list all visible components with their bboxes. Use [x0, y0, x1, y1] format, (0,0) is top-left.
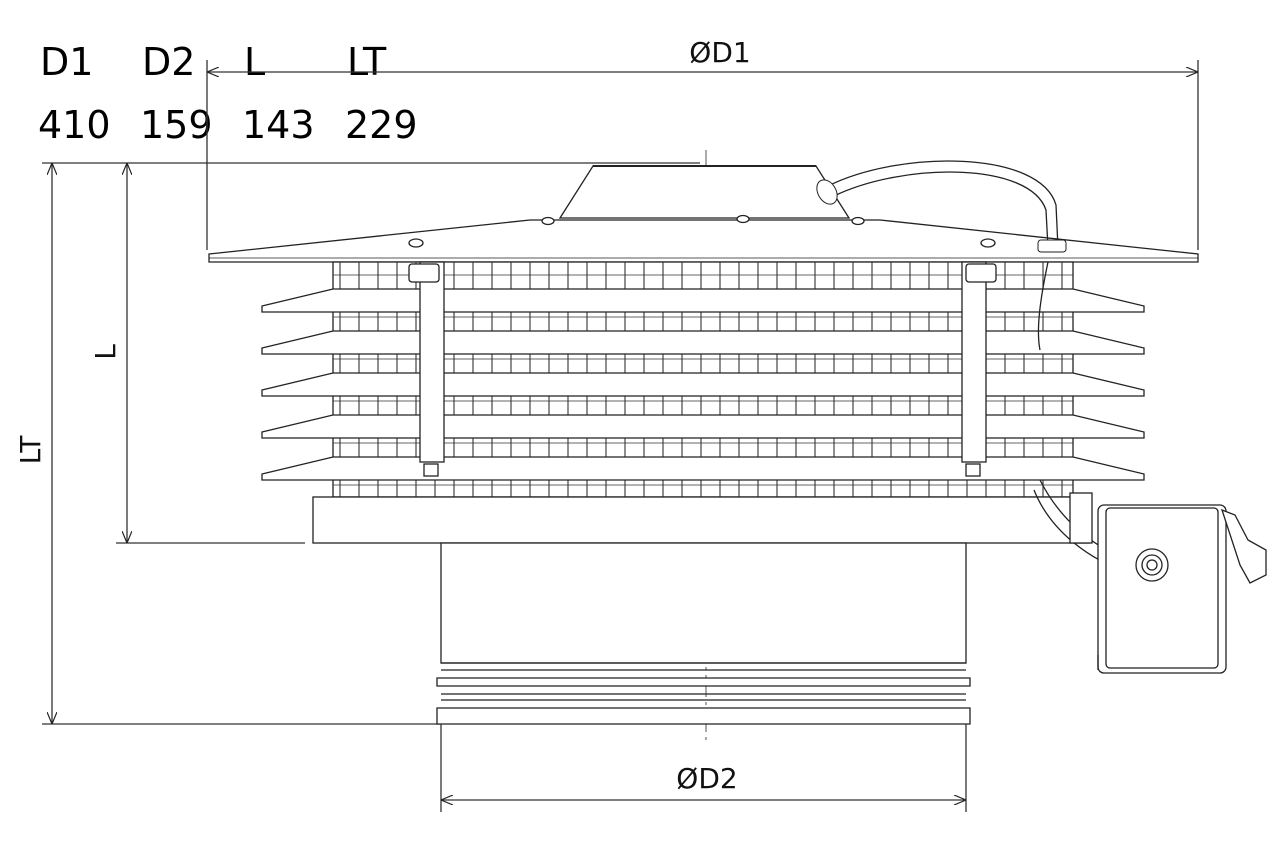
louvre-slat [261, 330, 1145, 355]
base-plate [312, 496, 1090, 544]
fan-body [208, 165, 1199, 725]
spigot-rings [436, 662, 971, 725]
value-d2: 159 [140, 103, 213, 147]
mounting-brackets [408, 261, 997, 463]
louvre-slat [261, 288, 1145, 313]
label-d2: ØD2 [676, 762, 737, 795]
bracket-clip [423, 463, 439, 477]
label-l: L [89, 344, 122, 360]
hood-screws [408, 214, 996, 248]
terminal-box-latch [1220, 508, 1267, 584]
roof-hood [208, 219, 1199, 263]
duct-spigot [440, 542, 967, 664]
header-d1: D1 [40, 40, 94, 84]
label-d1: ØD1 [689, 36, 750, 69]
label-lt: LT [14, 435, 47, 465]
value-lt: 229 [345, 103, 418, 147]
bracket-clip [965, 463, 981, 477]
value-d1: 410 [38, 103, 111, 147]
dimension-d1 [206, 60, 1199, 250]
dimension-l [116, 163, 305, 544]
dimension-d2 [440, 724, 967, 812]
terminal-box [1069, 492, 1267, 674]
value-l: 143 [242, 103, 315, 147]
louvre-slats [261, 288, 1145, 481]
louvre-slat [261, 456, 1145, 481]
header-d2: D2 [142, 40, 196, 84]
louvre-slat [261, 414, 1145, 439]
cable-gland-top [816, 179, 1067, 253]
top-dome [558, 165, 851, 219]
dimension-lt [42, 162, 700, 725]
louvre-slat [261, 372, 1145, 397]
